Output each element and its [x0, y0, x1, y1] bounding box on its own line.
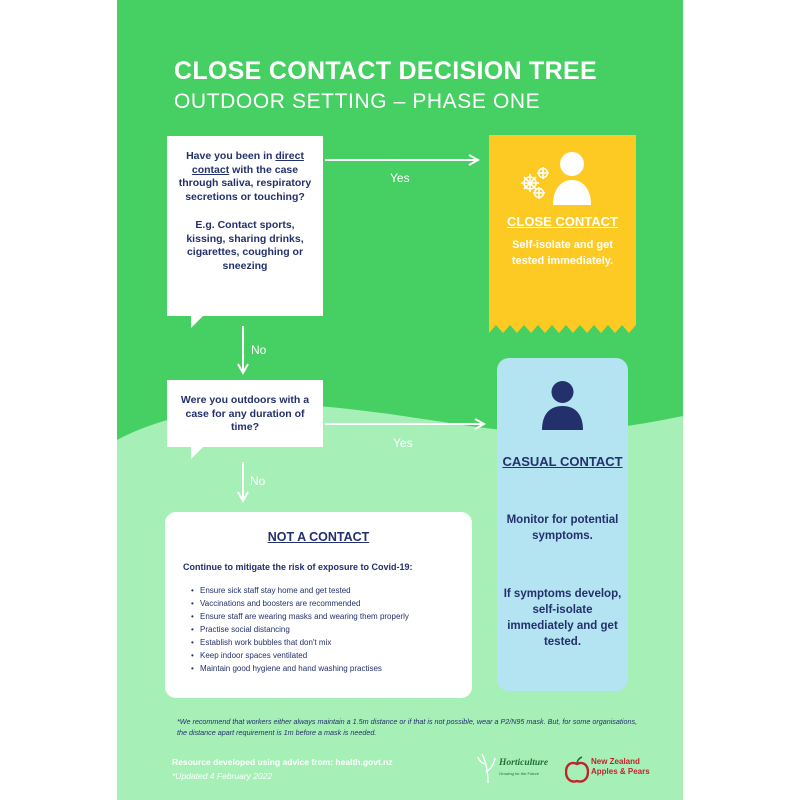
close-contact-card-shape — [489, 135, 636, 333]
no-arrow-2 — [237, 462, 249, 504]
yes-label-1: Yes — [390, 171, 410, 185]
close-contact-card: CLOSE CONTACT Self-isolate and get teste… — [489, 135, 636, 333]
yes-arrow-2 — [325, 418, 487, 430]
direct-contact-term: direct contact — [191, 150, 304, 176]
list-item: Practise social distancing — [191, 623, 471, 636]
speech-tail — [191, 316, 203, 328]
mitigation-list: Ensure sick staff stay home and get test… — [191, 584, 471, 675]
casual-contact-card: CASUAL CONTACT Monitor for potential sym… — [497, 358, 628, 691]
footnote: *We recommend that workers either always… — [177, 717, 638, 737]
flow-arrows — [237, 154, 487, 504]
plant-icon — [477, 753, 496, 784]
not-a-contact-intro: Continue to mitigate the risk of exposur… — [183, 562, 413, 572]
page-subtitle: OUTDOOR SETTING – PHASE ONE — [174, 90, 541, 113]
apples-pears-name: New Zealand Apples & Pears — [591, 757, 650, 776]
updated-date: *Updated 4 February 2022 — [172, 771, 273, 781]
speech-tail — [191, 447, 203, 459]
close-contact-title: CLOSE CONTACT — [507, 214, 618, 229]
page-title: CLOSE CONTACT DECISION TREE — [174, 57, 597, 85]
not-a-contact-card: NOT A CONTACT Continue to mitigate the r… — [165, 512, 472, 698]
person-with-virus-icon — [521, 152, 591, 205]
list-item: Ensure staff are wearing masks and weari… — [191, 610, 471, 623]
casual-contact-symptoms-text: If symptoms develop, self-isolate immedi… — [503, 588, 622, 648]
list-item: Vaccinations and boosters are recommende… — [191, 597, 471, 610]
list-item: Establish work bubbles that don't mix — [191, 636, 471, 649]
no-label-1: No — [251, 343, 267, 357]
horticulture-name: Horticulture — [499, 758, 549, 768]
casual-contact-monitor-text: Monitor for potential symptoms. — [506, 514, 619, 542]
person-icon — [542, 381, 583, 430]
question-1-box: Have you been in direct contact with the… — [167, 136, 323, 316]
casual-contact-title: CASUAL CONTACT — [502, 454, 623, 469]
poster: CLOSE CONTACT DECISION TREE OUTDOOR SETT… — [117, 0, 683, 800]
question-2-box: Were you outdoors with a case for any du… — [167, 380, 323, 447]
horticulture-logo: Horticulture Growing for the Future — [477, 750, 552, 785]
close-contact-text: Self-isolate and get tested immediately. — [511, 239, 614, 267]
list-item: Maintain good hygiene and hand washing p… — [191, 662, 471, 675]
no-arrow-1 — [237, 326, 249, 376]
apple-icon — [565, 756, 589, 783]
yes-arrow-1 — [325, 154, 481, 166]
no-label-2: No — [250, 474, 266, 488]
list-item: Keep indoor spaces ventilated — [191, 649, 471, 662]
not-a-contact-title: NOT A CONTACT — [267, 530, 370, 544]
resource-source: Resource developed using advice from: he… — [172, 757, 393, 767]
question-1-text: Have you been in direct contact with the… — [178, 150, 312, 203]
question-1-example: E.g. Contact sports, kissing, sharing dr… — [186, 219, 304, 272]
question-2-text: Were you outdoors with a case for any du… — [180, 394, 310, 433]
apples-pears-logo: New Zealand Apples & Pears — [565, 750, 655, 788]
horticulture-tagline: Growing for the Future — [499, 771, 540, 776]
list-item: Ensure sick staff stay home and get test… — [191, 584, 471, 597]
yes-label-2: Yes — [393, 436, 413, 450]
